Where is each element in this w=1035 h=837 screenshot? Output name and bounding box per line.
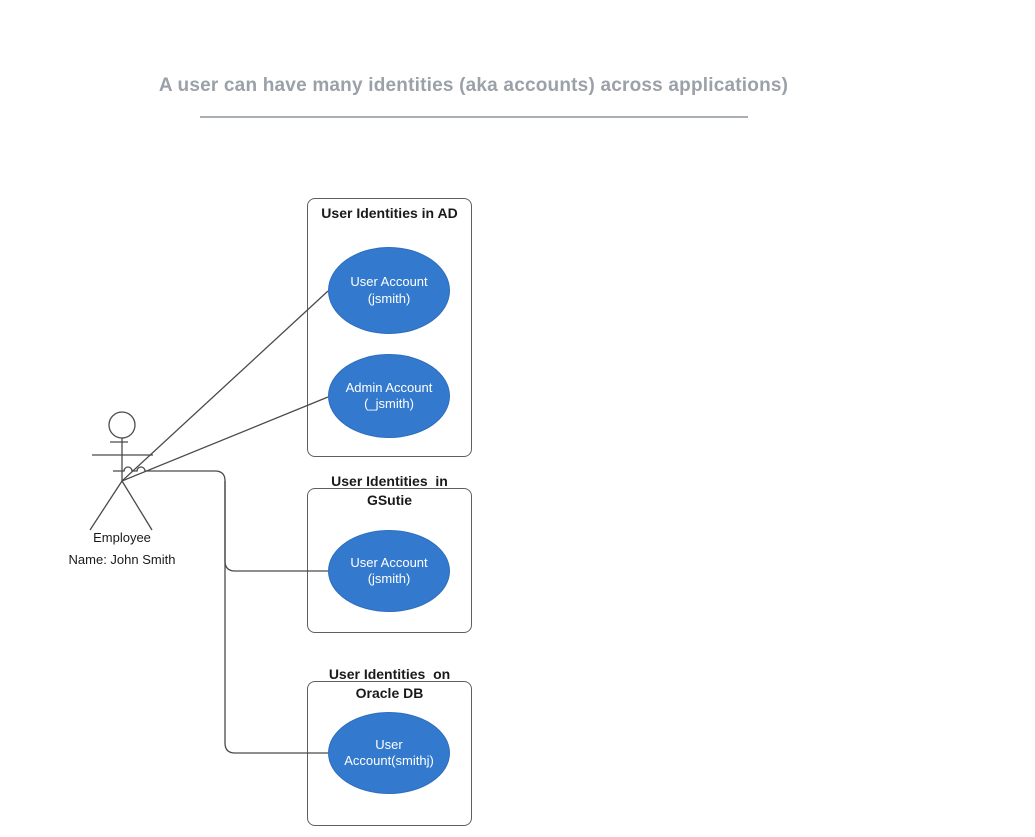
- connector-actor-to-ad-admin-account: [121, 396, 329, 482]
- actor-head: [108, 411, 136, 439]
- usecase-label: User Account (jsmith): [350, 554, 428, 587]
- group-title-ad: User Identities in AD: [321, 205, 458, 221]
- diagram-title: A user can have many identities (aka acc…: [158, 75, 789, 96]
- usecase-ellipse-gsuite-user-account: User Account (jsmith): [328, 530, 450, 612]
- usecase-ellipse-ad-user-account: User Account (jsmith): [328, 247, 450, 334]
- group-title-oracle: User Identities on Oracle DB: [328, 666, 451, 701]
- actor-role-label: Employee: [93, 530, 151, 545]
- usecase-ellipse-oracle-user-account: User Account(smithj): [328, 712, 450, 794]
- connector-actor-to-ad-user-account: [121, 290, 329, 482]
- usecase-label: Admin Account (_jsmith): [345, 379, 433, 412]
- usecase-label: User Account(smithj): [344, 736, 434, 769]
- connector-actor-to-oracle-account: [224, 481, 328, 754]
- usecase-ellipse-ad-admin-account: Admin Account (_jsmith): [328, 354, 450, 438]
- actor-name-label: Name: John Smith: [68, 552, 176, 567]
- actor-legs: [89, 479, 153, 531]
- usecase-label: User Account (jsmith): [350, 274, 428, 306]
- actor-figure: [89, 411, 153, 531]
- group-title-gsuite: User Identities in GSutie: [331, 473, 448, 508]
- title-underline: [200, 116, 748, 118]
- connector-actor-to-gsuite-account: [113, 466, 328, 572]
